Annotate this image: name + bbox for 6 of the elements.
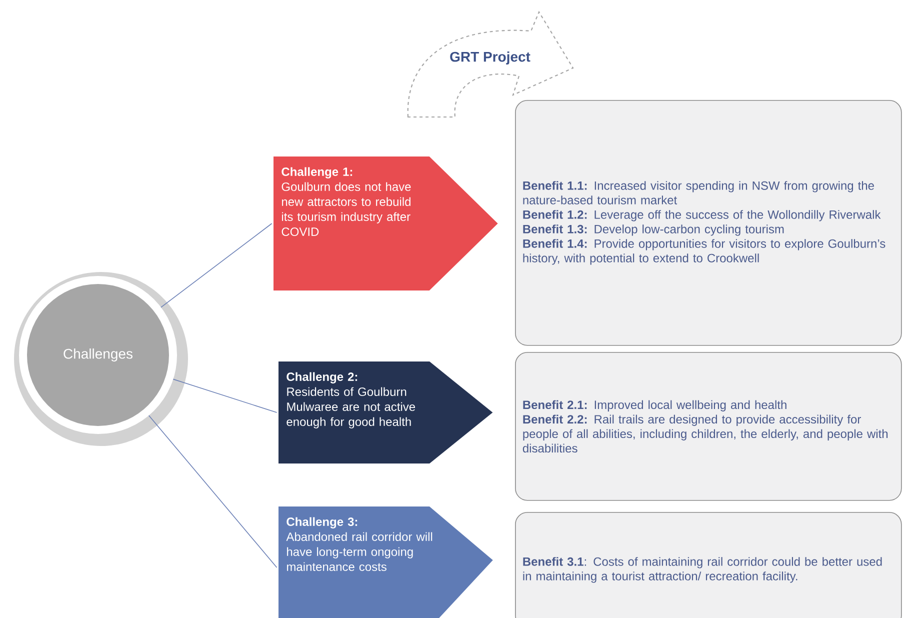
connector-line [160, 223, 272, 308]
connector-line [148, 415, 278, 568]
benefit-box: Benefit 1.1: Increased visitor spending in NSW from growing the nature-based tourism market Benefit 1.2: Leverage off the success of the Wollondilly Riverwalk Benefit 1.3: Develop low-carbon cycling tourism Benefit 1.4: Provide opportunities for visitors to explore Goulburn’s history, with potential to extend to Crookwell [515, 100, 902, 346]
connector-line [172, 378, 278, 413]
benefit-box: Benefit 3.1: Costs of maintaining rail corridor could be better used in maintaining a tourist attraction/ recreation facility. [515, 512, 902, 618]
benefit-box: Benefit 2.1: Improved local wellbeing and health Benefit 2.2: Rail trails are designed to provide accessibility for people of all abilities, including children, the elderly, and people with disabilities [515, 352, 902, 501]
